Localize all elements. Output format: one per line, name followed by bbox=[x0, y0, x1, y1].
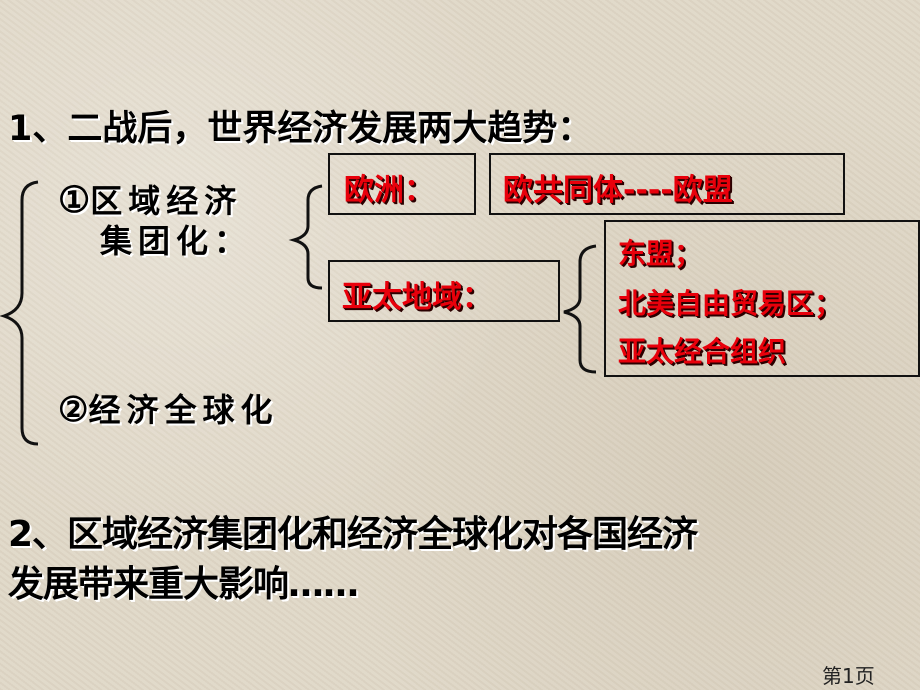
heading-2-line1: 2、区域经济集团化和经济全球化对各国经济 bbox=[8, 514, 698, 555]
asia-pacific-item: 亚太经合组织 bbox=[618, 335, 787, 368]
europe-value: 欧共同体----欧盟 bbox=[503, 173, 733, 208]
circled-two-marker: ② bbox=[58, 390, 89, 430]
europe-label: 欧洲： bbox=[344, 173, 434, 208]
page-number: 第1页 bbox=[822, 664, 875, 688]
asia-pacific-label: 亚太地域： bbox=[342, 280, 492, 315]
outer-brace-icon bbox=[0, 180, 39, 446]
asia-pacific-brace-icon bbox=[563, 244, 597, 374]
heading-2-line2: 发展带来重大影响…… bbox=[8, 564, 359, 605]
heading-1: 1、二战后，世界经济发展两大趋势： bbox=[8, 109, 593, 149]
trend1-brace-icon bbox=[288, 184, 323, 290]
trend-1: ①区域经济 集团化： bbox=[58, 180, 252, 261]
trend-2-text: 经济全球化 bbox=[88, 391, 279, 429]
europe-label-box: 欧洲： bbox=[328, 153, 476, 215]
trend-1-line2: 集团化： bbox=[100, 222, 253, 260]
asia-pacific-label-box: 亚太地域： bbox=[328, 260, 560, 322]
trend-1-line1: 区域经济 bbox=[90, 182, 243, 220]
asia-pacific-items-box: 东盟； 北美自由贸易区； 亚太经合组织 bbox=[604, 220, 920, 377]
trend-2: ②经济全球化 bbox=[58, 388, 279, 432]
circled-one-marker: ① bbox=[58, 179, 91, 221]
asia-pacific-item: 东盟； bbox=[618, 237, 703, 270]
asia-pacific-item: 北美自由贸易区； bbox=[618, 287, 843, 320]
europe-value-box: 欧共同体----欧盟 bbox=[489, 153, 845, 215]
